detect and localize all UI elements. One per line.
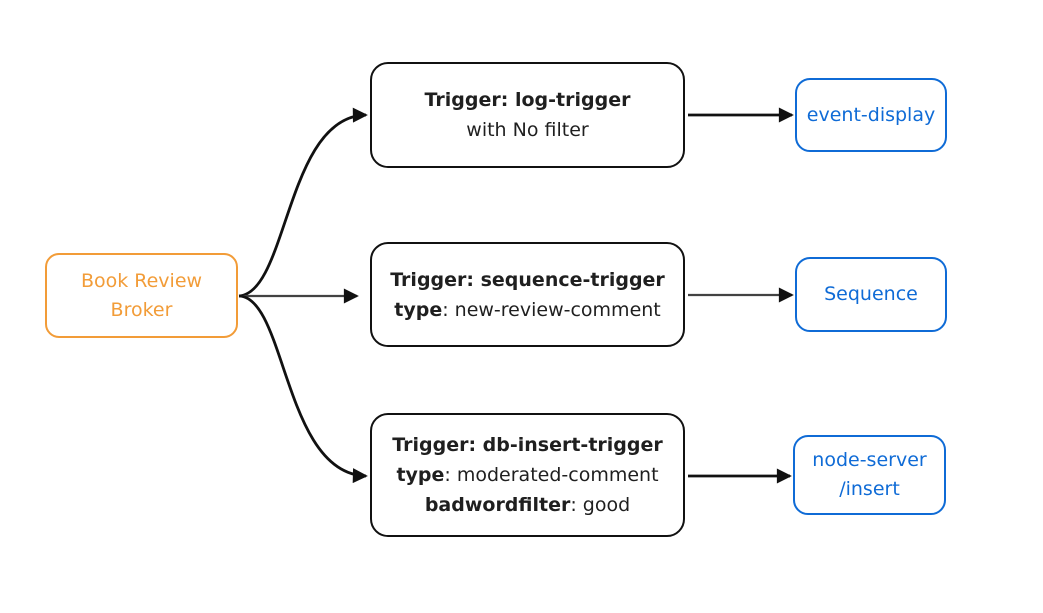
trigger-detail-key: type (394, 298, 443, 321)
trigger-title: Trigger: db-insert-trigger (392, 434, 663, 456)
trigger-detail-line: badwordfilter: good (425, 490, 630, 520)
trigger-detail-key: badwordfilter (424, 494, 571, 516)
trigger-detail-value: with No filter (466, 119, 589, 141)
sink-node-event-display: event-display (795, 78, 947, 152)
sink-node-sequence: Sequence (795, 257, 947, 332)
trigger-detail-line: with No filter (466, 115, 588, 145)
trigger-detail-value: : good (570, 494, 631, 516)
trigger-detail-line: type: new-review-comment (394, 295, 661, 325)
connector-broker-to-db-insert-trigger (238, 294, 368, 484)
sink-node-node-server-insert: node-server /insert (793, 435, 946, 515)
trigger-detail-line: type: moderated-comment (396, 460, 658, 490)
broker-node: Book Review Broker (45, 253, 238, 338)
trigger-title: Trigger: sequence-trigger (390, 268, 665, 291)
trigger-detail-value: : new-review-comment (442, 298, 661, 321)
trigger-node-db-insert-trigger: Trigger: db-insert-trigger type: moderat… (370, 413, 685, 537)
trigger-node-log-trigger: Trigger: log-trigger with No filter (370, 62, 685, 168)
trigger-detail-value: : moderated-comment (444, 464, 659, 486)
trigger-node-sequence-trigger: Trigger: sequence-trigger type: new-revi… (370, 242, 685, 347)
trigger-title: Trigger: log-trigger (424, 89, 631, 111)
trigger-detail-key: type (396, 464, 445, 486)
connector-broker-to-log-trigger (238, 107, 368, 298)
